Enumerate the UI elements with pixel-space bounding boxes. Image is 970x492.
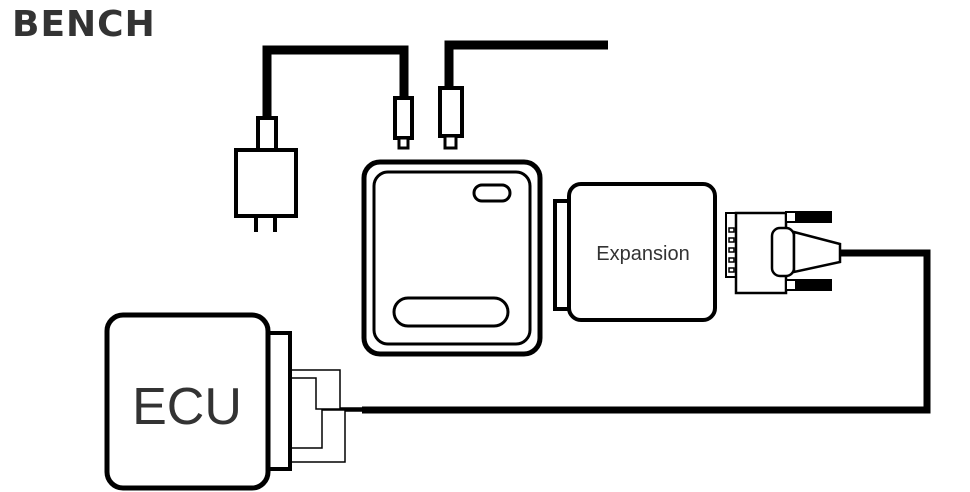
db-connector: [725, 211, 842, 295]
power-cable: [262, 45, 409, 118]
expansion-module: Expansion: [553, 182, 717, 322]
main-device: [361, 159, 543, 357]
ecu-unit: ECU: [104, 312, 292, 491]
power-adapter-plug: [234, 116, 298, 232]
usb-cable: [444, 40, 608, 90]
expansion-label: Expansion: [596, 243, 689, 265]
usb-connector-plug: [438, 86, 464, 150]
page-title: BENCH: [12, 4, 156, 45]
ecu-label: ECU: [132, 378, 242, 436]
device-status-led: [472, 183, 512, 203]
ecu-cable: [290, 249, 931, 463]
power-connector-plug: [393, 96, 414, 150]
device-front-slot: [392, 296, 510, 328]
